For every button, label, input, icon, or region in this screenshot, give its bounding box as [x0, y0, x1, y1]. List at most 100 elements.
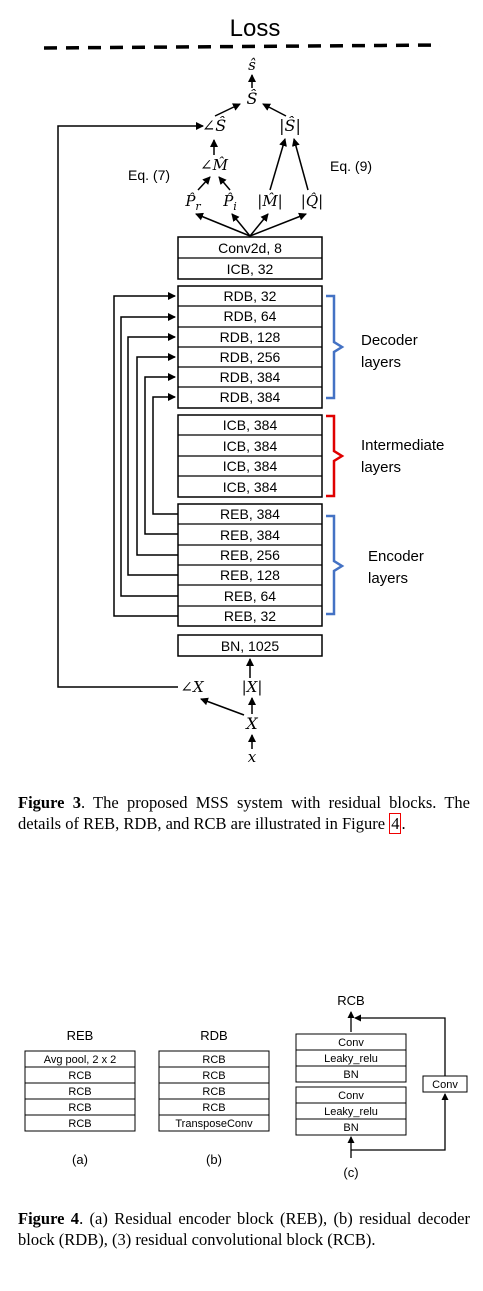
x-label: x	[248, 748, 257, 766]
figure-4-diagram: REB Avg pool, 2 x 2 RCB RCB RCB RCB (a) …	[24, 993, 468, 1180]
rcb-sub-label: (c)	[343, 1165, 358, 1180]
abs-Q-hat: |Q̂|	[301, 192, 323, 210]
loss-dashed-line	[43, 43, 441, 50]
angle-X: ∠X	[180, 678, 205, 696]
reb-row-1: Avg pool, 2 x 2	[44, 1054, 117, 1066]
figure-3-caption: Figure 3. The proposed MSS system with r…	[18, 792, 470, 834]
reb-stack: Avg pool, 2 x 2 RCB RCB RCB RCB	[24, 1050, 136, 1132]
figure-3-caption-text: . The proposed MSS system with residual …	[18, 793, 470, 833]
intermediate-layer-3: ICB, 384	[223, 458, 278, 474]
encoder-layer-4: REB, 128	[220, 567, 280, 583]
intermediate-label-1: Intermediate	[361, 437, 444, 454]
X-label: X	[244, 714, 258, 733]
rdb-row-4: RCB	[202, 1102, 225, 1114]
phase-bypass-arrow	[57, 122, 204, 688]
figure-4-caption-text: . (a) Residual encoder block (REB), (b) …	[18, 1209, 470, 1249]
figure-3-label: Figure 3	[18, 793, 81, 812]
eq7-label: Eq. (7)	[128, 167, 170, 183]
bn-layer: BN, 1025	[221, 638, 280, 654]
figure-4-label: Figure 4	[18, 1209, 80, 1228]
output-stack: Conv2d, 8 ICB, 32	[177, 236, 323, 280]
intermediate-layer-4: ICB, 384	[223, 479, 278, 495]
rcb-group-1: Conv Leaky_relu BN	[295, 1033, 407, 1083]
figure-3-diagram: Loss ŝ Ŝ ∠Ŝ |Ŝ| ∠M̂ Eq. (7) Eq. (9) P̂r …	[43, 15, 444, 766]
rcb-g2-row-1: Conv	[338, 1090, 364, 1102]
rcb-side-conv: Conv	[422, 1075, 468, 1093]
decoder-brace	[326, 294, 345, 400]
decoder-layer-6: RDB, 384	[220, 389, 281, 405]
rdb-row-2: RCB	[202, 1070, 225, 1082]
bn-box: BN, 1025	[177, 634, 323, 657]
intermediate-label-2: layers	[361, 459, 401, 476]
rcb-group-2: Conv Leaky_relu BN	[295, 1086, 407, 1136]
arrow-absS-to-S	[262, 103, 287, 117]
encoder-label-1: Encoder	[368, 548, 424, 565]
decoder-layer-5: RDB, 384	[220, 369, 281, 385]
figure-4-reference-link[interactable]: 4	[389, 813, 402, 834]
arrow-angleS-to-S	[214, 103, 241, 117]
rcb-title: RCB	[337, 993, 364, 1008]
rcb-g1-row-2: Leaky_relu	[324, 1053, 378, 1065]
angle-M-hat: ∠M̂	[200, 156, 229, 174]
layer-conv2d: Conv2d, 8	[218, 240, 282, 256]
arrow-Pr-to-angleM	[197, 176, 211, 191]
decoder-layer-2: RDB, 64	[224, 308, 277, 324]
reb-row-3: RCB	[68, 1086, 91, 1098]
s-hat-lower: ŝ	[248, 56, 256, 74]
rcb-connections	[347, 1014, 449, 1158]
intermediate-layer-1: ICB, 384	[223, 417, 278, 433]
encoder-layer-2: REB, 384	[220, 527, 280, 543]
reb-row-4: RCB	[68, 1102, 91, 1114]
rcb-g2-row-3: BN	[343, 1122, 358, 1134]
figure-4-caption: Figure 4. (a) Residual encoder block (RE…	[18, 1208, 470, 1250]
rdb-row-3: RCB	[202, 1086, 225, 1098]
decoder-layer-4: RDB, 256	[220, 349, 281, 365]
fan-to-Pi	[231, 213, 251, 237]
decoder-label-2: layers	[361, 354, 401, 371]
figure-3-caption-end: .	[401, 814, 406, 833]
P-r-hat: P̂r	[184, 192, 201, 213]
reb-sub-label: (a)	[72, 1152, 88, 1167]
encoder-label-2: layers	[368, 570, 408, 587]
encoder-layer-6: REB, 32	[224, 608, 276, 624]
fan-to-Pr	[195, 212, 251, 237]
decoder-stack: RDB, 32 RDB, 64 RDB, 128 RDB, 256 RDB, 3…	[177, 285, 323, 409]
encoder-layer-3: REB, 256	[220, 547, 280, 563]
loss-label: Loss	[230, 15, 281, 42]
rcb-g2-row-2: Leaky_relu	[324, 1106, 378, 1118]
S-hat: Ŝ	[247, 88, 258, 108]
arrow-X-to-angleX	[200, 697, 245, 716]
P-i-hat: P̂i	[222, 192, 237, 213]
reb-row-5: RCB	[68, 1118, 91, 1130]
decoder-layer-3: RDB, 128	[220, 329, 281, 345]
skip-connections	[113, 292, 178, 617]
arrow-Pi-to-angleM	[218, 176, 231, 191]
fan-to-absM	[249, 213, 269, 237]
abs-M-hat: |M̂|	[257, 192, 282, 210]
rdb-sub-label: (b)	[206, 1152, 222, 1167]
intermediate-layer-2: ICB, 384	[223, 438, 278, 454]
rdb-row-1: RCB	[202, 1054, 225, 1066]
rdb-title: RDB	[200, 1028, 227, 1043]
rcb-g1-row-1: Conv	[338, 1037, 364, 1049]
decoder-label-1: Decoder	[361, 332, 418, 349]
rcb-side-conv-label: Conv	[432, 1079, 458, 1091]
encoder-stack: REB, 384 REB, 384 REB, 256 REB, 128 REB,…	[177, 503, 323, 627]
intermediate-stack: ICB, 384 ICB, 384 ICB, 384 ICB, 384	[177, 414, 323, 498]
encoder-brace	[326, 514, 345, 616]
arrow-absQ-to-absS	[291, 138, 309, 191]
arrow-absM-to-absS	[269, 138, 287, 191]
encoder-layer-1: REB, 384	[220, 506, 280, 522]
abs-X: |X|	[242, 678, 263, 696]
layer-icb-out: ICB, 32	[227, 261, 274, 277]
reb-title: REB	[67, 1028, 94, 1043]
rdb-stack: RCB RCB RCB RCB TransposeConv	[158, 1050, 270, 1132]
fan-to-absQ	[249, 212, 307, 237]
angle-S-hat: ∠Ŝ	[202, 115, 226, 135]
rdb-row-5: TransposeConv	[175, 1118, 253, 1130]
abs-S-hat: |Ŝ|	[279, 115, 301, 135]
reb-row-2: RCB	[68, 1070, 91, 1082]
rcb-g1-row-3: BN	[343, 1069, 358, 1081]
eq9-label: Eq. (9)	[330, 158, 372, 174]
encoder-layer-5: REB, 64	[224, 588, 276, 604]
